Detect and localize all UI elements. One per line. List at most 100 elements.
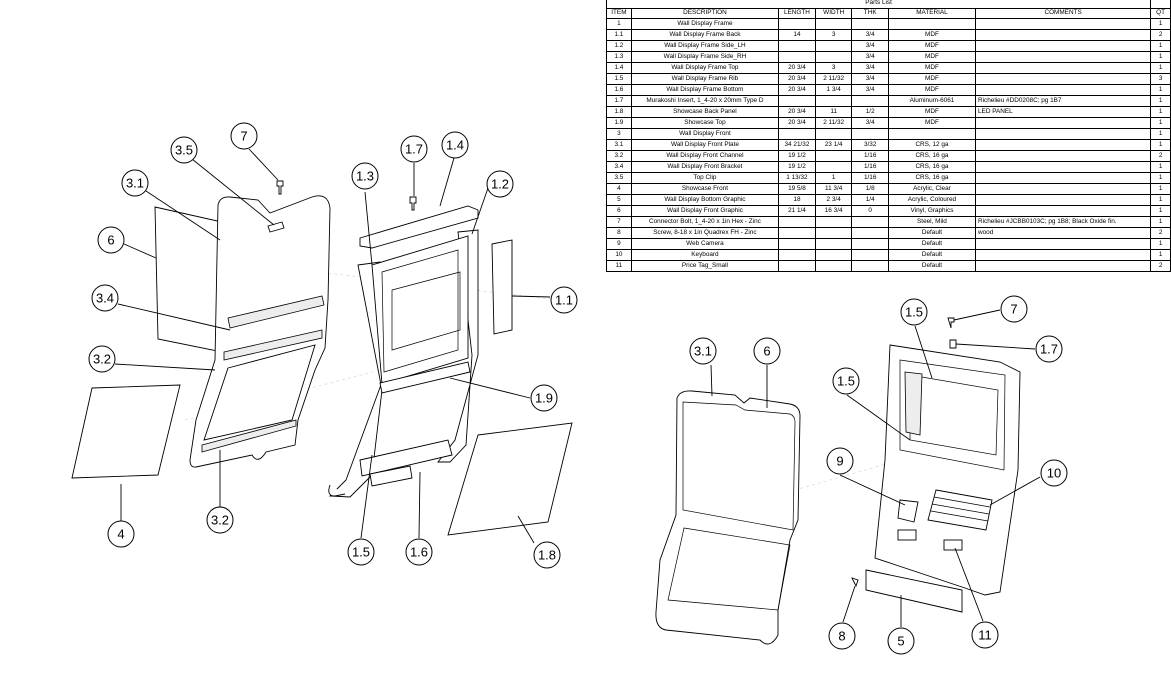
cell-item: 1.1 xyxy=(606,29,632,41)
price-tag-left xyxy=(897,529,917,541)
cell-item: 9 xyxy=(606,238,632,250)
cell-qty: 1 xyxy=(1150,18,1171,30)
cell-thk xyxy=(851,216,889,228)
cell-width xyxy=(814,150,853,162)
cell-description: Showcase Top xyxy=(630,117,780,129)
header-length: LENGTH xyxy=(778,8,816,19)
cell-width: 2 11/32 xyxy=(814,117,853,129)
cell-length: 20 3/4 xyxy=(778,62,816,74)
cell-item: 4 xyxy=(606,183,632,195)
cell-material: Acrylic, Coloured xyxy=(887,194,977,206)
cell-length xyxy=(778,18,816,30)
cell-length xyxy=(778,238,816,250)
cell-width: 23 1/4 xyxy=(814,139,853,151)
cell-description: Wall Display Frame Back xyxy=(630,29,780,41)
svg-text:7: 7 xyxy=(240,129,247,144)
part-3-5-top-clip xyxy=(267,221,285,233)
leader-lines xyxy=(114,148,1041,627)
callout-balloons: 7 3.5 3.1 6 3.4 3.2 4 3.2 1.7 1.4 1.3 1.… xyxy=(88,122,1068,655)
cell-material: CRS, 16 ga xyxy=(887,172,977,184)
cell-width: 1 xyxy=(814,172,853,184)
bolt-7 xyxy=(947,317,955,329)
cell-item: 1.3 xyxy=(606,51,632,63)
svg-text:3.4: 3.4 xyxy=(96,291,114,306)
cell-qty: 1 xyxy=(1150,194,1171,206)
keyboard xyxy=(927,489,993,531)
cell-material: Steel, Mild xyxy=(887,216,977,228)
cell-item: 5 xyxy=(606,194,632,206)
cell-description: Wall Display Front Bracket xyxy=(630,161,780,173)
cell-length xyxy=(778,260,816,272)
header-width: WIDTH xyxy=(814,8,853,19)
cell-comments: LED PANEL xyxy=(974,106,1152,118)
part-1-1-frame-back xyxy=(491,239,513,335)
svg-text:1.9: 1.9 xyxy=(535,391,553,406)
callout-1-9: 1.9 xyxy=(530,384,558,412)
part-1-6-frame-bottom xyxy=(369,465,413,487)
cell-material: CRS, 16 ga xyxy=(887,150,977,162)
svg-text:6: 6 xyxy=(763,344,770,359)
callout-7-assembled: 7 xyxy=(1000,295,1028,323)
cell-length: 18 xyxy=(778,194,816,206)
callout-1-3: 1.3 xyxy=(351,162,379,190)
cell-qty: 1 xyxy=(1150,139,1171,151)
svg-text:1.1: 1.1 xyxy=(555,293,573,308)
svg-text:1.6: 1.6 xyxy=(410,545,428,560)
callout-6-assembled: 6 xyxy=(753,337,781,365)
cell-thk: 3/4 xyxy=(851,40,889,52)
cell-description: Keyboard xyxy=(630,249,780,261)
cell-thk: 1/16 xyxy=(851,161,889,173)
cell-qty: 1 xyxy=(1150,172,1171,184)
cell-thk xyxy=(851,249,889,261)
cell-qty: 1 xyxy=(1150,106,1171,118)
cell-item: 1.7 xyxy=(606,95,632,107)
cell-material: CRS, 12 ga xyxy=(887,139,977,151)
parts-list-table: Parts List ITEM DESCRIPTION LENGTH WIDTH… xyxy=(605,0,1171,272)
cell-description: Connector Bolt, 1_4-20 x 1in Hex - Zinc xyxy=(630,216,780,228)
cell-description: Price Tag_Small xyxy=(630,260,780,272)
cell-description: Top Clip xyxy=(630,172,780,184)
cell-width xyxy=(814,18,853,30)
cell-width xyxy=(814,40,853,52)
cell-thk: 1/8 xyxy=(851,183,889,195)
price-tag-right xyxy=(943,539,963,551)
cell-qty: 1 xyxy=(1150,84,1171,96)
cell-qty: 1 xyxy=(1150,205,1171,217)
callout-4: 4 xyxy=(107,520,135,548)
part-4-showcase-front xyxy=(71,384,181,479)
cell-thk: 1/16 xyxy=(851,150,889,162)
cell-comments xyxy=(974,139,1152,151)
screw-8 xyxy=(851,577,859,588)
svg-text:3.2: 3.2 xyxy=(211,513,229,528)
cell-material: Aluminum-6061 xyxy=(887,95,977,107)
cell-material: Default xyxy=(887,227,977,239)
cell-description: Wall Display Frame Side_LH xyxy=(630,40,780,52)
cell-comments xyxy=(974,172,1152,184)
callout-1-8: 1.8 xyxy=(533,541,561,569)
cell-length xyxy=(778,128,816,140)
header-item: ITEM xyxy=(606,8,632,19)
callout-5: 5 xyxy=(887,627,915,655)
cell-thk: 1/4 xyxy=(851,194,889,206)
header-comments: COMMENTS xyxy=(974,8,1152,19)
cell-comments xyxy=(974,205,1152,217)
cell-qty: 1 xyxy=(1150,249,1171,261)
cell-width xyxy=(814,95,853,107)
cell-thk: 0 xyxy=(851,205,889,217)
cell-item: 1.9 xyxy=(606,117,632,129)
cell-material xyxy=(887,128,977,140)
parts-list-header-row: ITEM DESCRIPTION LENGTH WIDTH THK MATERI… xyxy=(606,8,1171,19)
svg-text:1.5: 1.5 xyxy=(905,305,923,320)
cell-comments xyxy=(974,73,1152,85)
header-thk: THK xyxy=(851,8,889,19)
cell-comments xyxy=(974,84,1152,96)
